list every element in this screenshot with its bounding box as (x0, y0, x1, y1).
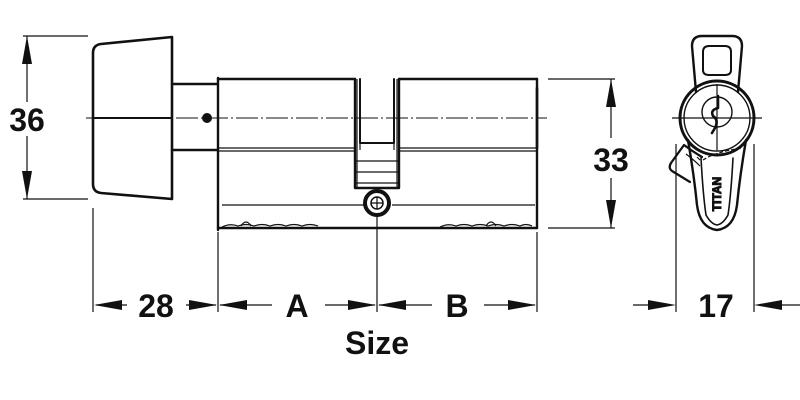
size-label: Size (345, 325, 409, 361)
brand-mark: TITAN (710, 177, 724, 211)
body-height-label: 33 (593, 142, 629, 178)
dimension-end-width: 17 (633, 288, 800, 324)
spindle (170, 76, 220, 232)
fixing-screw-hole-icon (363, 189, 391, 217)
cam-slot (353, 77, 401, 190)
turn-height-label: 36 (9, 102, 45, 138)
dimension-lengths: 28 A B Size (92, 208, 538, 361)
turn-length-label: 28 (138, 288, 174, 324)
dimension-turn-height: 36 (9, 35, 88, 200)
side-a-label: A (285, 288, 308, 324)
end-width-label: 17 (698, 288, 734, 324)
end-view: TITAN (668, 34, 762, 312)
side-view (86, 35, 547, 232)
dimension-body-height: 33 (548, 78, 629, 229)
side-b-label: B (445, 288, 468, 324)
